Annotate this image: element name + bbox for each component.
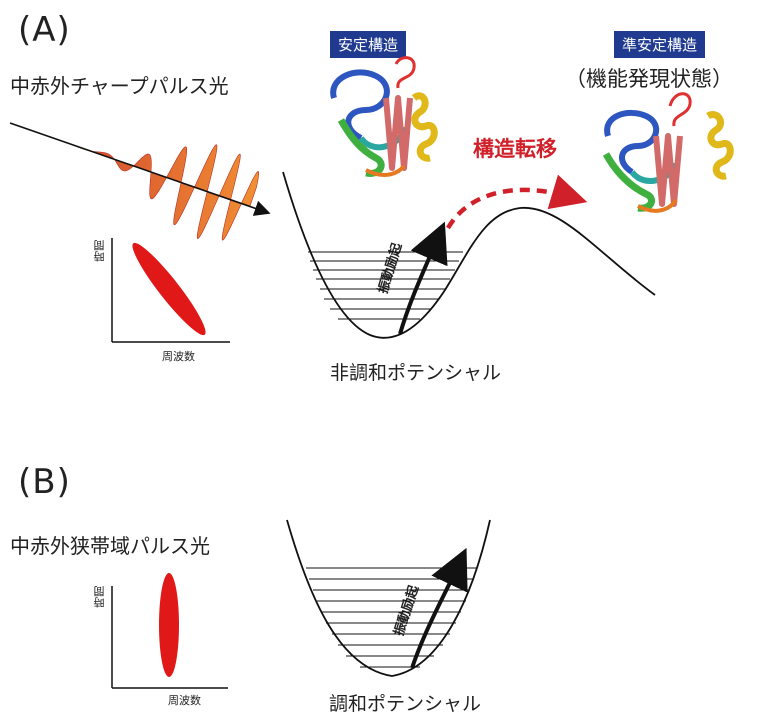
harmonic-potential [286, 519, 491, 677]
anharmonic-potential [282, 171, 656, 339]
transition-arrow [446, 174, 588, 230]
a-chirp-ellipse [132, 242, 206, 336]
b-frequency-axis-label: 周波数 [168, 694, 201, 707]
metastable-protein-structure [602, 92, 734, 213]
stable-structure-badge: 安定構造 [330, 31, 407, 58]
panel-b-label: (B) [18, 462, 71, 502]
metastable-structure-badge: 準安定構造 [614, 31, 706, 58]
pulse-propagation-arrow [9, 122, 271, 216]
chirped-pulse-wave [9, 122, 260, 241]
anharmonic-potential-label: 非調和ポテンシャル [330, 362, 502, 384]
a-frequency-axis-label: 周波数 [162, 350, 195, 363]
stable-protein-structure [330, 56, 438, 177]
panel-a-label: (A) [18, 10, 71, 50]
narrowband-pulse-label: 中赤外狭帯域パルス光 [10, 534, 210, 558]
b-excitation-arrow [410, 547, 468, 669]
functional-state-note: （機能発現状態） [565, 67, 733, 91]
chirped-pulse-label: 中赤外チャープパルス光 [10, 74, 229, 98]
harmonic-potential-label: 調和ポテンシャル [329, 693, 482, 715]
b-narrowband-ellipse [159, 573, 179, 677]
a-excitation-arrow [398, 221, 448, 335]
a-time-frequency-plot [111, 238, 230, 343]
b-time-frequency-plot [111, 573, 228, 689]
structural-transition-label: 構造転移 [473, 137, 557, 161]
